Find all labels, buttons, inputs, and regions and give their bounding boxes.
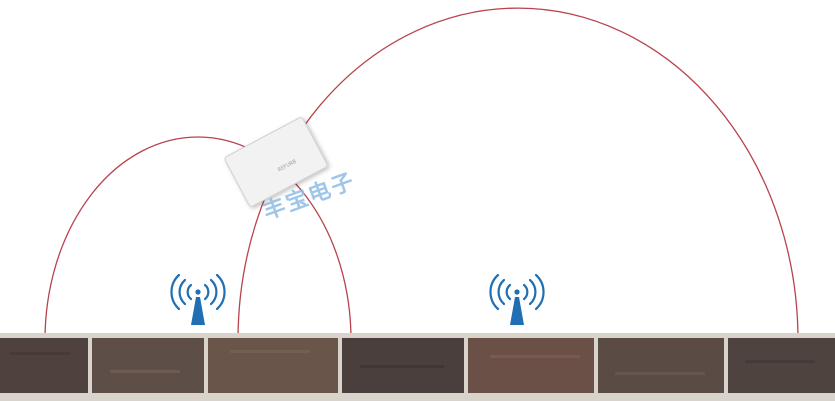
brick xyxy=(0,338,88,393)
brick-texture xyxy=(110,370,180,373)
brick-texture xyxy=(230,350,310,353)
brick xyxy=(92,338,204,393)
brick-texture xyxy=(615,372,705,375)
right-antenna-icon xyxy=(490,275,543,325)
brick-texture xyxy=(745,360,815,363)
brick-wall xyxy=(0,333,835,401)
brick-texture xyxy=(10,352,70,355)
brick xyxy=(208,338,338,393)
brick-texture xyxy=(490,355,580,358)
brick-texture xyxy=(360,365,444,368)
brick xyxy=(728,338,835,393)
brick xyxy=(468,338,594,393)
brick xyxy=(598,338,724,393)
left-antenna-icon xyxy=(171,275,224,325)
